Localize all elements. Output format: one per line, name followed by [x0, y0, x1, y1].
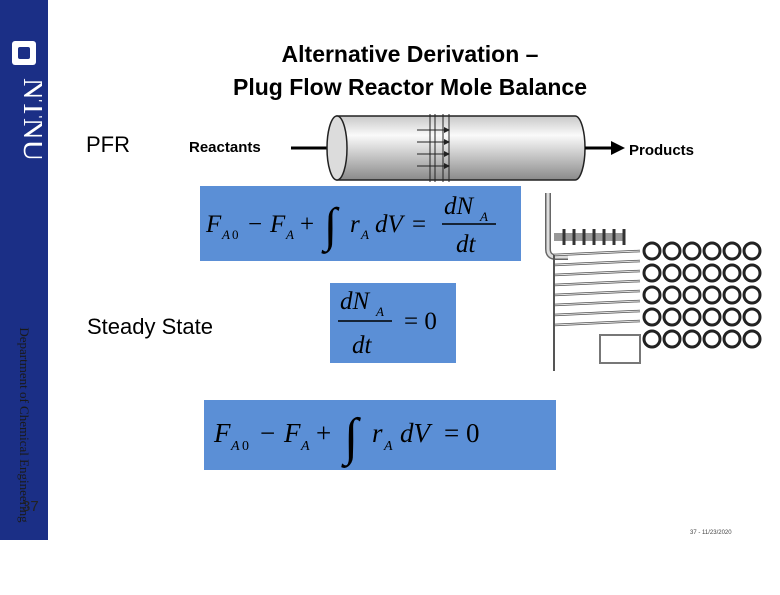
svg-text:−: − — [248, 211, 262, 238]
svg-text:= 0: = 0 — [404, 308, 437, 335]
svg-text:= 0: = 0 — [444, 418, 479, 448]
svg-text:A: A — [375, 304, 384, 319]
svg-text:+: + — [316, 418, 331, 448]
svg-text:dN: dN — [340, 288, 371, 315]
svg-text:r: r — [350, 211, 360, 238]
svg-text:A: A — [300, 439, 310, 454]
svg-text:0: 0 — [242, 439, 249, 454]
ntnu-logo-icon — [12, 41, 36, 65]
svg-text:r: r — [372, 418, 383, 448]
svg-text:F: F — [213, 418, 231, 448]
pfr-diagram: Reactants Products — [189, 114, 694, 182]
heat-exchanger-image — [545, 193, 762, 371]
svg-text:A: A — [221, 227, 230, 242]
reactor-tube — [336, 115, 586, 181]
svg-text:F: F — [205, 211, 222, 238]
svg-text:A: A — [285, 227, 294, 242]
svg-text:A: A — [360, 227, 369, 242]
reactants-label: Reactants — [189, 139, 261, 156]
ntnu-wordmark: NTNU — [17, 78, 42, 162]
svg-text:A: A — [479, 209, 488, 224]
svg-text:A: A — [383, 439, 393, 454]
steady-state-condition-equation: dN A dt = 0 — [330, 283, 456, 363]
svg-text:dt: dt — [456, 231, 477, 258]
svg-text:∫: ∫ — [341, 409, 361, 468]
svg-text:−: − — [260, 418, 275, 448]
title-line-2: Plug Flow Reactor Mole Balance — [232, 74, 588, 100]
department-label: Department of Chemical Engineering — [17, 327, 32, 523]
svg-text:dV: dV — [375, 211, 406, 238]
title-line-1: Alternative Derivation – — [281, 41, 539, 67]
steady-state-label: Steady State — [87, 314, 213, 339]
svg-text:F: F — [269, 211, 286, 238]
footer-text: 37 - 11/23/2020 — [690, 530, 732, 536]
sidebar: NTNU Department of Chemical Engineering … — [0, 0, 48, 540]
svg-text:+: + — [300, 211, 314, 238]
svg-text:∫: ∫ — [321, 199, 340, 254]
pfr-label: PFR — [86, 132, 130, 157]
svg-text:0: 0 — [232, 227, 239, 242]
svg-text:A: A — [230, 439, 240, 454]
slide-title: Alternative Derivation – Plug Flow React… — [150, 38, 670, 104]
svg-text:dt: dt — [352, 332, 373, 359]
products-label: Products — [629, 142, 694, 159]
svg-text:dV: dV — [400, 418, 434, 448]
svg-text:dN: dN — [444, 193, 475, 220]
svg-text:F: F — [283, 418, 301, 448]
slide-number: 37 — [22, 498, 39, 515]
svg-text:NTNU: NTNU — [17, 78, 42, 162]
svg-text:=: = — [412, 211, 426, 238]
